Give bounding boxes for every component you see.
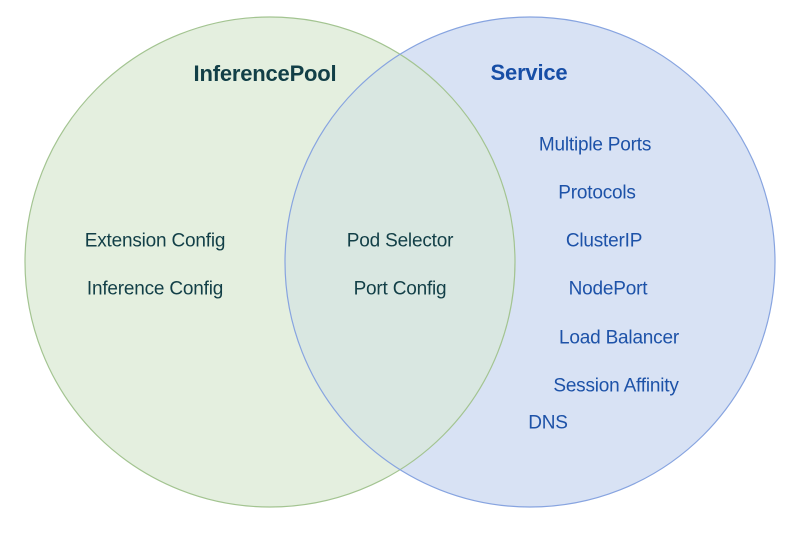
right-item-nodeport: NodePort bbox=[568, 278, 648, 300]
left-item-inference-config: Inference Config bbox=[86, 278, 224, 300]
left-item-extension-config: Extension Config bbox=[84, 230, 226, 252]
service-title: Service bbox=[490, 60, 568, 85]
right-item-multiple-ports: Multiple Ports bbox=[538, 134, 652, 156]
right-item-dns: DNS bbox=[528, 412, 568, 434]
right-item-load-balancer: Load Balancer bbox=[559, 327, 679, 349]
intersection-item-pod-selector: Pod Selector bbox=[346, 230, 454, 252]
right-item-protocols: Protocols bbox=[558, 182, 636, 204]
intersection-region bbox=[285, 17, 515, 507]
inferencepool-circle-outline bbox=[24, 16, 516, 508]
right-item-session-affinity: Session Affinity bbox=[553, 375, 679, 397]
inferencepool-title: InferencePool bbox=[193, 61, 337, 86]
intersection-item-port-config: Port Config bbox=[353, 278, 447, 300]
service-circle-outline bbox=[284, 16, 776, 508]
right-item-clusterip: ClusterIP bbox=[565, 230, 643, 252]
